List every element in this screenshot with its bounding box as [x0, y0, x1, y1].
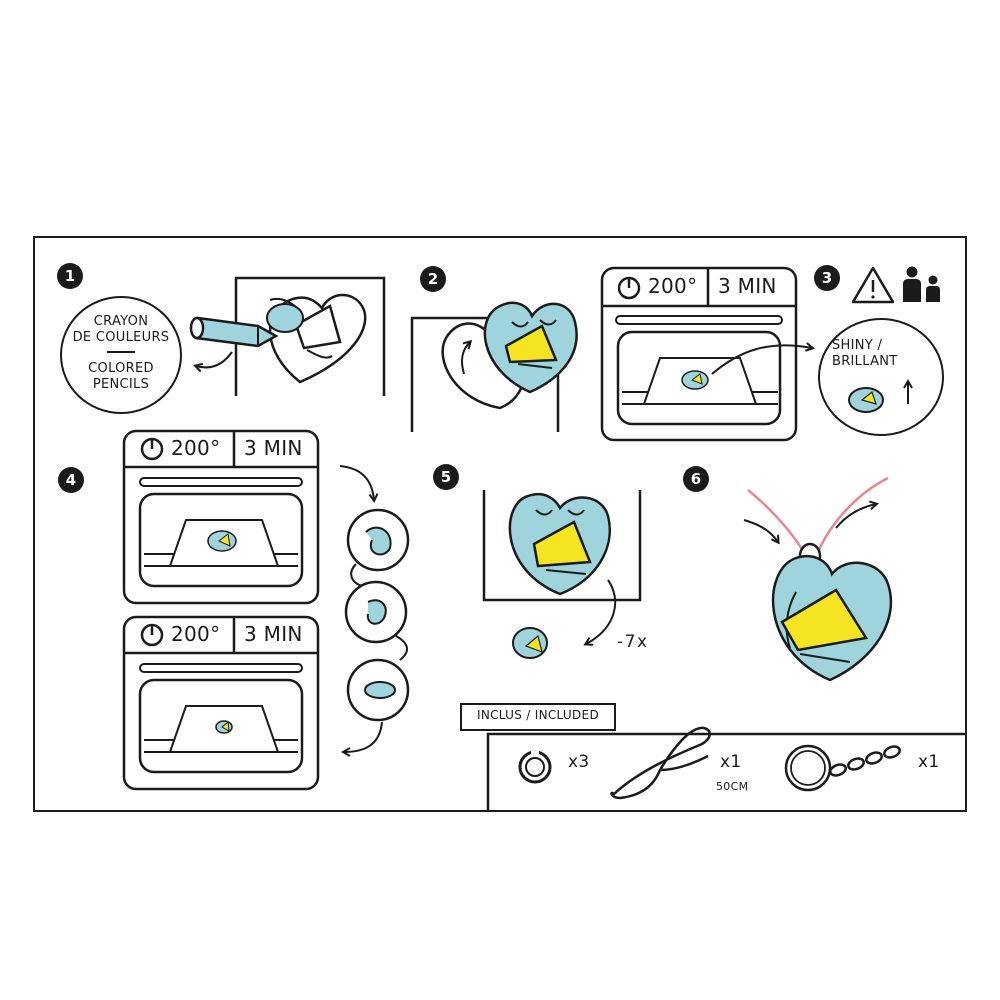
label-pencils: PENCILS: [92, 377, 150, 392]
oven3-time: 3 MIN: [718, 274, 777, 298]
included-title-box: [460, 703, 616, 731]
oven4a-temperature: 200°: [171, 436, 221, 460]
label-brillant: BRILLANT: [832, 354, 898, 369]
repeat-count: -7x: [617, 632, 649, 652]
shiny-label-circle: [818, 318, 944, 436]
ring-icon: [518, 750, 552, 784]
instruction-frame: [33, 236, 967, 812]
cord-quantity: x1: [720, 752, 742, 772]
step-number-5: 5: [433, 464, 459, 490]
label-colored: COLORED: [88, 361, 154, 376]
label-shiny: SHINY /: [832, 338, 883, 353]
step-number-2: 2: [420, 266, 446, 292]
step6-scene: [743, 476, 893, 682]
colored-pencils-label-circle: [60, 296, 182, 414]
step-number-3: 3: [814, 265, 840, 291]
step-number-1: 1: [57, 263, 83, 289]
step-number-4: 4: [58, 467, 84, 493]
oven-step4-bottom: [122, 615, 320, 791]
pencil-icon: [189, 316, 279, 348]
label-crayon: CRAYON: [93, 314, 149, 329]
step-number-6: 6: [683, 466, 709, 492]
oven4b-temperature: 200°: [171, 622, 221, 646]
included-panel: [486, 726, 967, 812]
oven3-temperature: 200°: [648, 274, 698, 298]
oven4b-time: 3 MIN: [244, 622, 303, 646]
heart-character-icon: [771, 555, 893, 682]
included-title: INCLUS / INCLUDED: [477, 708, 599, 722]
oven4a-time: 3 MIN: [244, 436, 303, 460]
label-de-couleurs: DE COULEURS: [72, 330, 170, 345]
cord-icon: [610, 726, 711, 800]
label-divider: [107, 351, 135, 353]
adult-child-icon: [903, 266, 940, 302]
step2-scene: [410, 301, 578, 432]
heart-character-icon: [266, 293, 367, 384]
oven-step4-top: [122, 429, 320, 605]
heart-character-icon: [483, 301, 578, 394]
warning-icon: [851, 266, 895, 304]
step5-scene: [482, 490, 642, 659]
keychain-icon: [784, 744, 901, 792]
heart-character-icon: [508, 492, 611, 596]
shrink-sequence: [339, 465, 410, 752]
cord-length: 50CM: [716, 780, 749, 793]
step1-scene: [189, 276, 386, 396]
keyring-quantity: x1: [918, 752, 940, 772]
oven-step3: [600, 266, 812, 442]
rings-quantity: x3: [568, 752, 590, 772]
